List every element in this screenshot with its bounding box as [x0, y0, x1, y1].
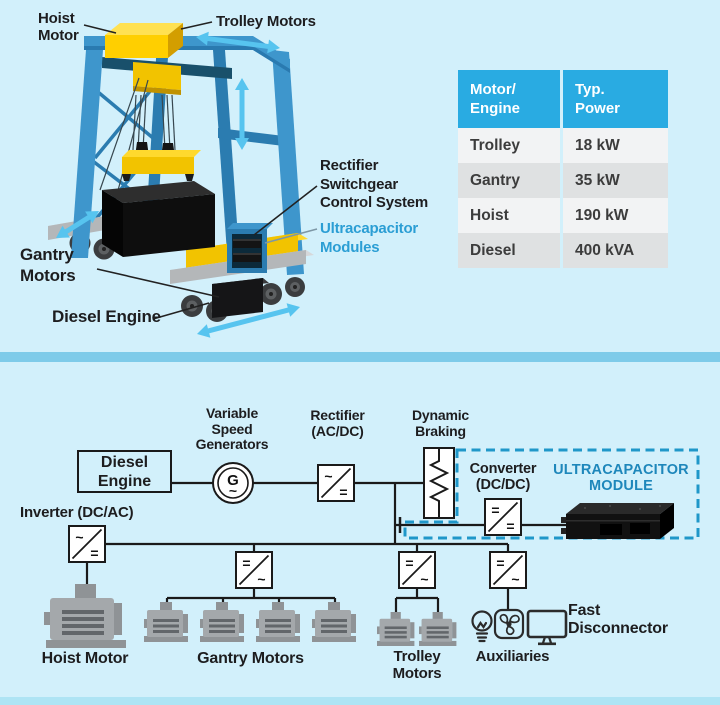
table-cell-motor: Diesel	[458, 233, 560, 268]
wires	[85, 481, 566, 612]
power-table: Motor/ Engine Typ. Power Trolley 18 kW G…	[458, 70, 668, 268]
inverter-aux-box: = ~	[489, 551, 527, 589]
diesel-engine-box: Diesel Engine	[77, 450, 172, 493]
svg-text:=: =	[491, 502, 499, 518]
hoist-motor-icon	[44, 584, 126, 648]
converter-dcdc-box: = =	[484, 498, 522, 536]
fan-icon	[493, 608, 525, 640]
monitor-icon	[526, 609, 568, 646]
inverter-gantry-box: = ~	[235, 551, 273, 589]
hoist-housing	[133, 62, 181, 95]
auxiliaries-label: Auxiliaries	[475, 648, 550, 665]
rectifier-cabinet	[227, 223, 273, 273]
hoist-travel-arrow	[235, 78, 249, 150]
diesel-engine-label: Diesel Engine	[52, 307, 161, 326]
trolley-motor-box	[105, 23, 183, 58]
inverter-trolley-box: = ~	[398, 551, 436, 589]
svg-text:~: ~	[324, 468, 332, 484]
lightbulb-icon	[471, 610, 493, 643]
schematic-drawing: G ~ ~ = ~ = = ~	[44, 447, 700, 648]
table-cell-motor: Gantry	[458, 163, 560, 198]
ultracapacitor-modules-label: Ultracapacitor Modules	[320, 220, 419, 256]
converter-dcdc-label: Converter (DC/DC)	[469, 461, 537, 493]
gantry-travel-arrow-left	[56, 211, 99, 238]
svg-text:=: =	[506, 518, 514, 534]
hoist-cables	[99, 77, 176, 206]
trolley-motors-label: Trolley Motors	[216, 13, 316, 30]
svg-text:=: =	[496, 555, 504, 571]
container	[102, 181, 215, 257]
svg-text:~: ~	[75, 529, 83, 545]
spreader	[122, 142, 201, 181]
fast-disconnector-label: Fast Disconnector	[568, 602, 668, 637]
svg-text:G: G	[227, 472, 239, 489]
table-cell-power: 190 kW	[563, 198, 668, 233]
svg-text:~: ~	[229, 483, 237, 499]
hoist-motor-label: Hoist Motor	[38, 10, 79, 44]
right-bogie	[170, 233, 314, 322]
rectifier-label: Rectifier (AC/DC)	[310, 407, 365, 439]
crane-illustration-section: Hoist Motor Trolley Motors Rectifier Swi…	[0, 0, 720, 352]
trolley-motors-schematic-label: Trolley Motors	[392, 648, 442, 682]
generator-symbol: G ~	[212, 462, 254, 504]
inverter-hoist-box: ~ =	[68, 525, 106, 563]
gantry-motor-icon	[312, 602, 356, 642]
svg-text:~: ~	[257, 571, 265, 587]
hoist-motor-schematic-label: Hoist Motor	[41, 650, 129, 667]
ultracapacitor-module-image	[561, 503, 674, 539]
ultracapacitor-dashed-outline	[403, 448, 700, 540]
inverter-label: Inverter (DC/AC)	[20, 504, 134, 521]
gantry-motors-label: Gantry Motors	[20, 245, 76, 285]
svg-text:=: =	[90, 545, 98, 561]
svg-text:=: =	[339, 484, 347, 500]
variable-speed-generators-label: Variable Speed Generators	[195, 405, 269, 452]
table-cell-power: 35 kW	[563, 163, 668, 198]
svg-text:~: ~	[420, 571, 428, 587]
crane-right-brace	[218, 128, 292, 147]
rectifier-switchgear-label: Rectifier Switchgear Control System	[320, 157, 429, 211]
trolley-travel-arrow	[196, 31, 280, 54]
gantry-motor-icon	[144, 602, 188, 642]
bottom-accent-strip	[0, 697, 720, 705]
schematic-section: G ~ ~ = ~ = = ~	[0, 362, 720, 697]
table-cell-power: 400 kVA	[563, 233, 668, 268]
gantry-motors-schematic-label: Gantry Motors	[197, 650, 304, 667]
table-header-power: Typ. Power	[563, 70, 668, 128]
ultracapacitor-module-label: ULTRACAPACITOR MODULE	[553, 462, 689, 494]
crane-front-right-leg	[272, 50, 304, 275]
rectifier-box: ~ =	[317, 464, 355, 502]
svg-text:~: ~	[511, 571, 519, 587]
leader-lines	[83, 21, 318, 320]
ultracapacitor-modules-stack	[233, 239, 261, 262]
trolley-motor-icon	[419, 612, 457, 646]
crane-illustration	[48, 21, 318, 338]
diesel-engine-unit	[212, 278, 269, 318]
gantry-motor-icon	[256, 602, 300, 642]
trolley-motor-icon	[377, 612, 415, 646]
gantry-travel-arrow-right	[197, 303, 300, 338]
gantry-motor-icon	[200, 602, 244, 642]
svg-text:=: =	[242, 555, 250, 571]
dynamic-braking-label: Dynamic Braking	[412, 407, 469, 439]
table-cell-power: 18 kW	[563, 128, 668, 163]
table-cell-motor: Trolley	[458, 128, 560, 163]
svg-text:=: =	[405, 555, 413, 571]
dynamic-braking-resistor	[423, 447, 455, 519]
table-header-motor: Motor/ Engine	[458, 70, 560, 128]
table-cell-motor: Hoist	[458, 198, 560, 233]
crane-front-left-leg	[71, 36, 104, 258]
section-divider	[0, 352, 720, 362]
